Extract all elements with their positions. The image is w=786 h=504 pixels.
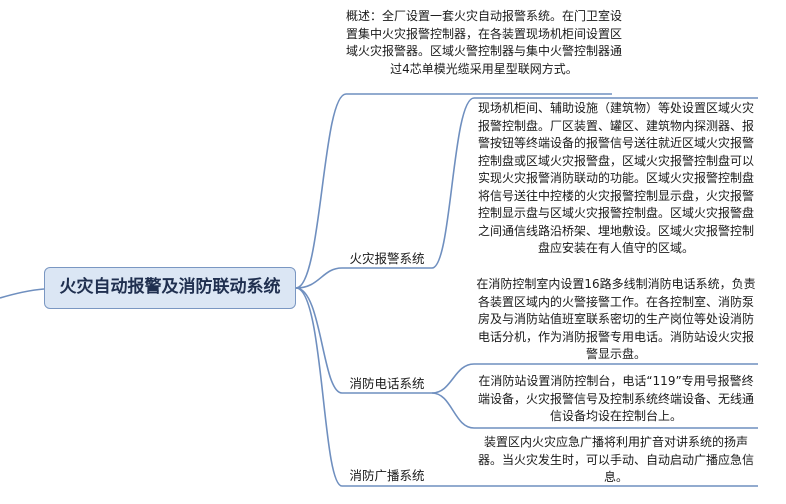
connector-leaf-2: [431, 363, 758, 394]
branch-fire-broadcast-system[interactable]: 消防广播系统: [342, 467, 432, 485]
branch-label: 消防电话系统: [349, 376, 425, 391]
connector-overview: [295, 93, 612, 289]
branch-fire-alarm-system[interactable]: 火灾报警系统: [342, 250, 432, 268]
root-topic[interactable]: 火灾自动报警及消防联动系统: [44, 267, 296, 309]
connector-fire-phone: [295, 287, 432, 394]
connector-leaf-3: [431, 392, 758, 429]
branch-label: 火灾报警系统: [349, 251, 425, 266]
connector-leaf-1: [431, 97, 758, 269]
leaf-broadcast-detail[interactable]: 装置区内火灾应急广播将利用扩音对讲系统的扬声器。当火灾发生时，可以手动、自动启动…: [476, 434, 756, 487]
connector-fire-broadcast: [295, 287, 432, 487]
root-inbound-connector: [0, 288, 45, 299]
connector-fire-alarm: [295, 267, 432, 289]
branch-fire-phone-system[interactable]: 消防电话系统: [342, 375, 432, 393]
root-topic-label: 火灾自动报警及消防联动系统: [59, 277, 281, 297]
overview-text: 概述：全厂设置一套火灾自动报警系统。在门卫室设置集中火灾报警控制器，在各装置现场…: [346, 9, 623, 76]
leaf-text: 在消防控制室内设置16路多线制消防电话系统，负责各装置区域内的火警接警工作。在各…: [476, 277, 756, 361]
leaf-phone-system-detail[interactable]: 在消防控制室内设置16路多线制消防电话系统，负责各装置区域内的火警接警工作。在各…: [476, 276, 756, 364]
branch-label: 消防广播系统: [349, 468, 425, 483]
leaf-text: 现场机柜间、辅助设施（建筑物）等处设置区域火灾报警控制盘。厂区装置、罐区、建筑物…: [477, 101, 754, 255]
overview-note[interactable]: 概述：全厂设置一套火灾自动报警系统。在门卫室设置集中火灾报警控制器，在各装置现场…: [346, 8, 622, 78]
leaf-text: 在消防站设置消防控制台，电话“119”专用号报警终端设备，火灾报警信号及控制系统…: [477, 374, 754, 423]
leaf-control-console-detail[interactable]: 在消防站设置消防控制台，电话“119”专用号报警终端设备，火灾报警信号及控制系统…: [476, 373, 756, 426]
leaf-text: 装置区内火灾应急广播将利用扩音对讲系统的扬声器。当火灾发生时，可以手动、自动启动…: [477, 435, 754, 484]
leaf-fire-alarm-detail[interactable]: 现场机柜间、辅助设施（建筑物）等处设置区域火灾报警控制盘。厂区装置、罐区、建筑物…: [476, 100, 756, 258]
